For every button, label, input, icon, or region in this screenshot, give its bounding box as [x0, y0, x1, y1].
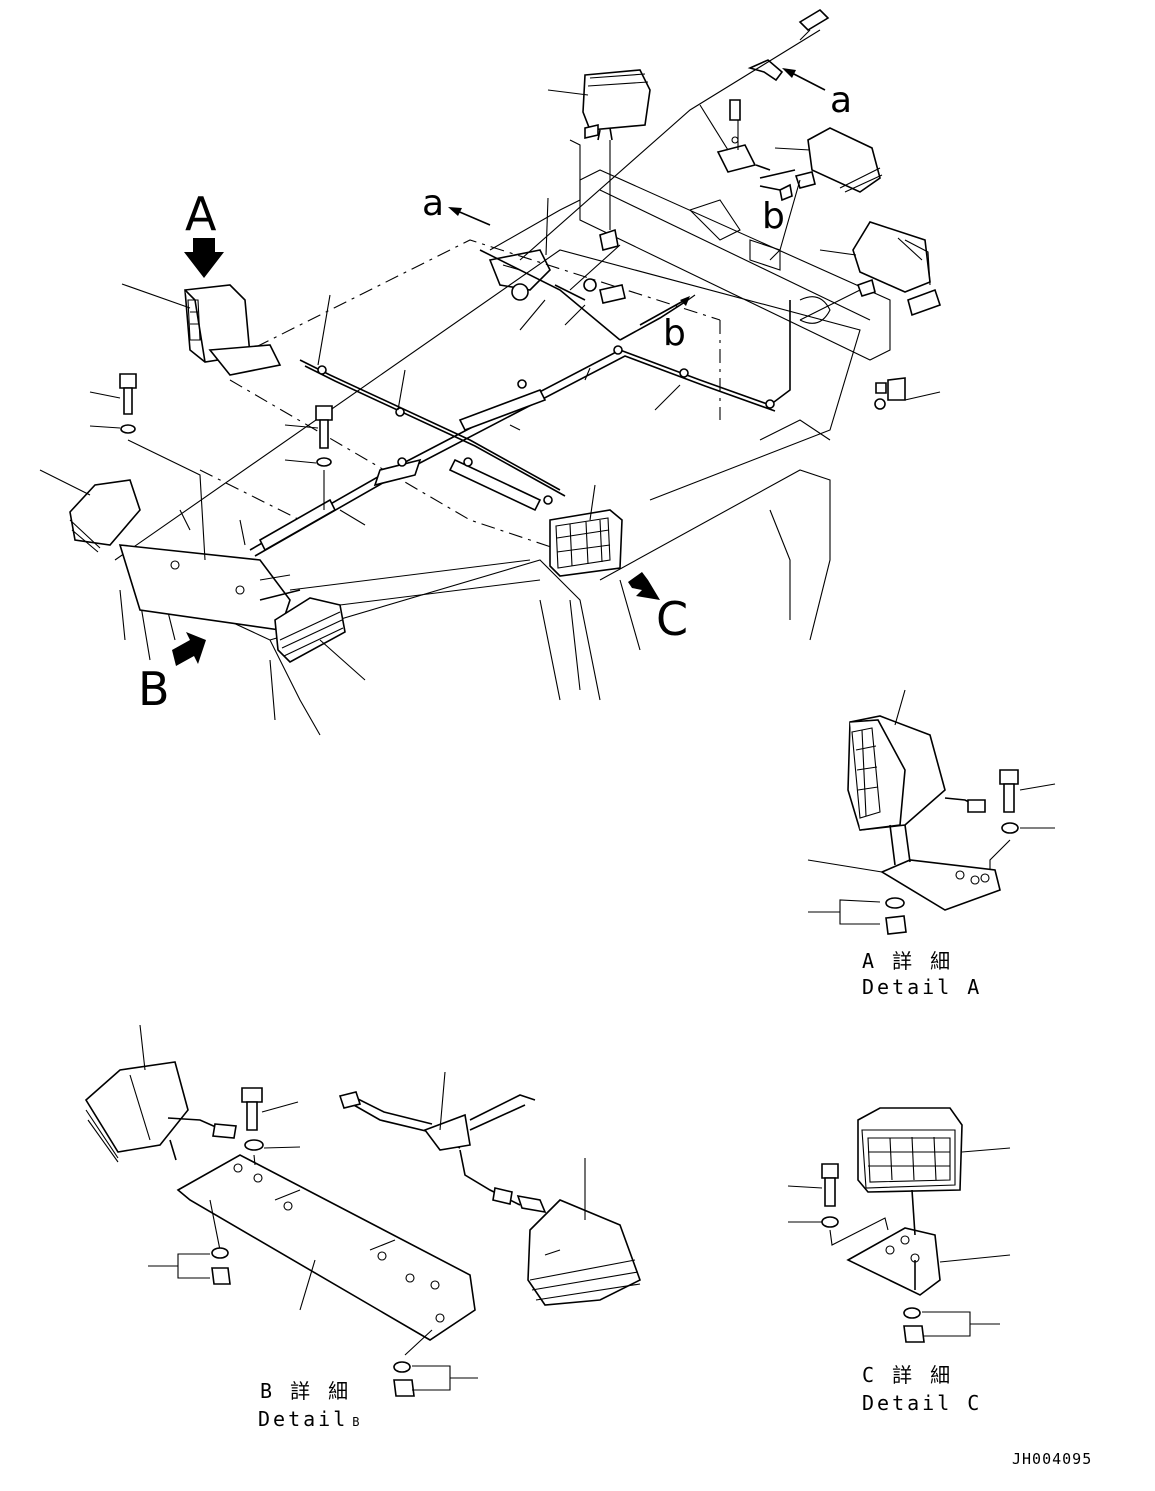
work-lamp-rear-top	[582, 69, 651, 141]
view-arrow-c	[628, 572, 660, 600]
view-arrow-a	[184, 238, 224, 278]
label-view-b: B	[138, 662, 170, 716]
detail-c-title-jp: C 詳 細	[862, 1363, 953, 1387]
detail-b-title-en-suffix: B	[352, 1415, 362, 1429]
detail-a-title-jp: A 詳 細	[862, 949, 953, 973]
cab-roof-assembly	[39, 8, 942, 736]
work-lamp-c	[549, 509, 623, 577]
work-lamp-front-right	[259, 589, 346, 663]
label-view-a: A	[185, 187, 217, 241]
detail-a-drawing	[807, 689, 1056, 935]
label-ref-a-top: a	[830, 80, 852, 121]
detail-b-title-en: Detail B	[258, 1407, 362, 1431]
bolt-center	[315, 405, 333, 467]
work-lamp-rear-right-1	[794, 127, 883, 193]
detail-c-drawing	[787, 1107, 1011, 1343]
label-ref-a-left: a	[422, 183, 444, 224]
detail-c-title-en: Detail C	[862, 1391, 982, 1415]
work-lamp-rear-right-2	[852, 221, 931, 297]
drawing-code: JH004095	[1012, 1450, 1092, 1468]
detail-b-drawing	[84, 1024, 641, 1397]
label-ref-b-right: b	[762, 196, 785, 237]
label-view-c: C	[656, 592, 688, 646]
view-arrow-b	[172, 632, 206, 666]
bolt-left	[119, 373, 137, 434]
label-ref-b-mid: b	[663, 313, 686, 354]
detail-a-title-en: Detail A	[862, 975, 982, 999]
work-lamp-front-left	[69, 479, 291, 631]
work-lamp-a	[184, 284, 282, 376]
detail-b-title-jp: B 詳 細	[260, 1379, 351, 1403]
detail-b-title-en-word: Detail	[258, 1407, 348, 1431]
